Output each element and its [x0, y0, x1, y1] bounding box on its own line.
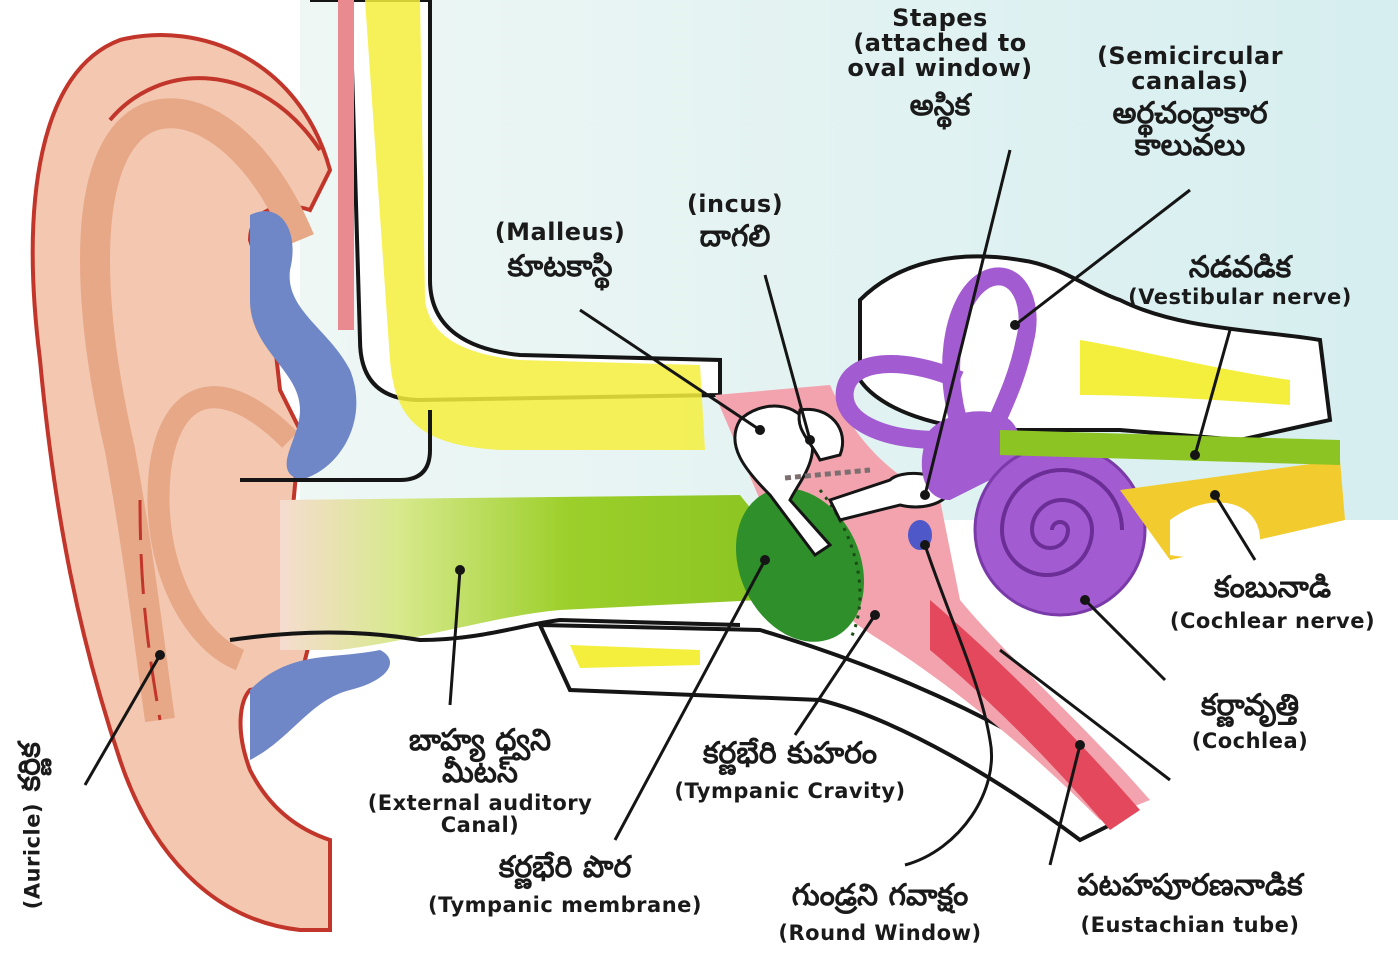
label-semicircular: (Semicircular canalas) అర్థచంద్రాకార కాల…: [1070, 44, 1310, 161]
label-vestibular-te: నడవడిక: [1115, 252, 1365, 284]
label-external-canal: బాహ్య ధ్వని మీటస్ (External auditory Can…: [360, 725, 600, 836]
label-cochlea-en: (Cochlea): [1170, 730, 1330, 752]
auricle-shape: [33, 35, 330, 930]
label-cochlear-nerve-te: కంబునాడి: [1160, 572, 1385, 604]
label-tympanic-membrane-en: (Tympanic membrane): [410, 894, 720, 916]
label-incus: (incus) దాగలి: [670, 192, 800, 253]
pointer-stapes-dot: [920, 490, 930, 500]
label-malleus-te: కూటకాస్థి: [470, 251, 650, 283]
pointer-cavity-dot: [870, 610, 880, 620]
pointer-canal-dot: [455, 565, 465, 575]
label-round-window-en: (Round Window): [765, 922, 995, 944]
pointer-membrane-dot: [760, 555, 770, 565]
label-vestibular: నడవడిక (Vestibular nerve): [1115, 252, 1365, 308]
label-stapes-en: Stapes (attached to oval window): [830, 6, 1050, 82]
label-auricle-te: కర్ణిక: [14, 742, 46, 791]
label-tympanic-cavity-te: కర్ణభేరి కుహరం: [670, 738, 910, 770]
label-vestibular-en: (Vestibular nerve): [1115, 286, 1365, 308]
label-eustachian-en: (Eustachian tube): [1040, 914, 1340, 936]
pointer-eustachian-dot: [1075, 740, 1085, 750]
label-tympanic-membrane-te: కర్ణభేరి పొర: [410, 852, 720, 884]
label-auricle-en: (Auricle): [21, 803, 43, 909]
pointer-incus-dot: [805, 435, 815, 445]
label-tympanic-cavity-en: (Tympanic Cravity): [670, 780, 910, 802]
label-stapes: Stapes (attached to oval window) అస్థిక: [830, 6, 1050, 121]
skin-strip-red: [338, 0, 354, 330]
label-tympanic-cavity: కర్ణభేరి కుహరం (Tympanic Cravity): [670, 738, 910, 802]
label-auricle: (Auricle) కర్ణిక: [14, 726, 46, 926]
label-incus-te: దాగలి: [670, 221, 800, 253]
label-incus-en: (incus): [670, 192, 800, 217]
label-external-canal-en: (External auditory Canal): [360, 792, 600, 836]
label-malleus-en: (Malleus): [470, 220, 650, 245]
pointer-cochlear-nerve-dot: [1210, 490, 1220, 500]
label-semicircular-te: అర్థచంద్రాకార కాలువలు: [1070, 98, 1310, 161]
pointer-vestibular-dot: [1190, 450, 1200, 460]
label-cochlear-nerve: కంబునాడి (Cochlear nerve): [1160, 572, 1385, 632]
pointer-semicircular-dot: [1010, 320, 1020, 330]
label-semicircular-en: (Semicircular canalas): [1070, 44, 1310, 94]
label-external-canal-te: బాహ్య ధ్వని మీటస్: [360, 725, 600, 788]
label-round-window: గుండ్రని గవాక్షం (Round Window): [765, 880, 995, 944]
label-cochlear-nerve-en: (Cochlear nerve): [1160, 610, 1385, 632]
pointer-malleus-dot: [755, 425, 765, 435]
label-stapes-te: అస్థిక: [830, 90, 1050, 122]
pointer-auricle-dot: [155, 650, 165, 660]
label-cochlea: కర్ణావృత్తి (Cochlea): [1170, 690, 1330, 752]
label-cochlea-te: కర్ణావృత్తి: [1170, 690, 1330, 722]
label-malleus: (Malleus) కూటకాస్థి: [470, 220, 650, 283]
label-round-window-te: గుండ్రని గవాక్షం: [765, 880, 995, 912]
label-tympanic-membrane: కర్ణభేరి పొర (Tympanic membrane): [410, 852, 720, 916]
label-eustachian-te: పటహపూరణనాడిక: [1040, 870, 1340, 902]
pointer-round-window-dot: [920, 540, 930, 550]
pointer-cochlea-dot: [1080, 595, 1090, 605]
label-eustachian: పటహపూరణనాడిక (Eustachian tube): [1040, 870, 1340, 936]
